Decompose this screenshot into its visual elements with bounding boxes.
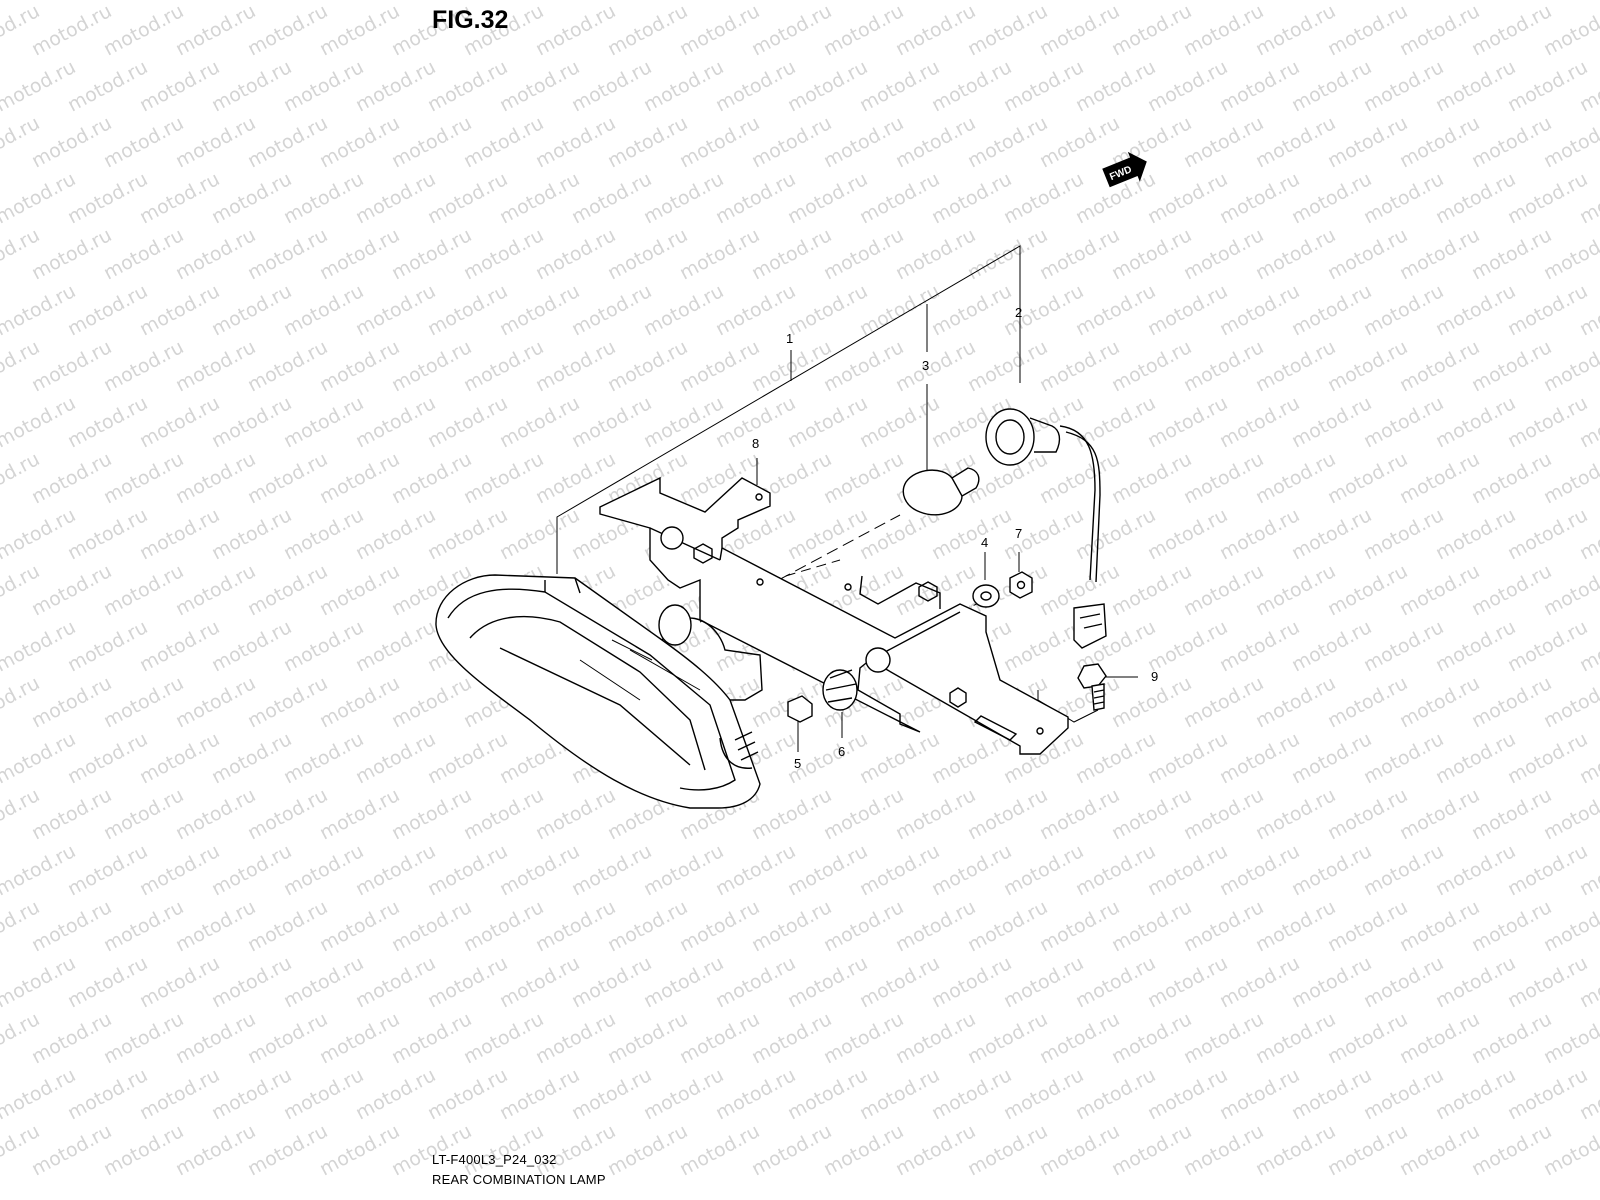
lamp-assembly: [435, 574, 763, 809]
callout-5: 5: [794, 756, 801, 771]
callout-4: 4: [981, 535, 988, 550]
callout-9: 9: [1151, 669, 1158, 684]
diagram-code: LT-F400L3_P24_032: [432, 1152, 557, 1167]
collar: [787, 695, 813, 723]
forward-direction-arrow-icon: [1102, 151, 1147, 188]
mounting-bracket: [599, 476, 1069, 755]
figure-title: FIG.32: [432, 6, 509, 34]
diagram-name: REAR COMBINATION LAMP: [432, 1172, 606, 1187]
nut: [1009, 571, 1033, 599]
callout-6: 6: [838, 744, 845, 759]
washer: [972, 584, 1000, 608]
callout-2: 2: [1015, 305, 1022, 320]
callout-8: 8: [752, 436, 759, 451]
socket-harness: [985, 408, 1107, 649]
bulb: [902, 467, 980, 516]
callout-3: 3: [922, 358, 929, 373]
grommet: [822, 669, 858, 711]
fwd-direction-badge: FWD: [1102, 151, 1147, 188]
callout-7: 7: [1015, 526, 1022, 541]
callout-1: 1: [786, 331, 793, 346]
bolt: [1077, 663, 1107, 711]
callout-labels: 1 2 3 4 5 6 7 8 9: [752, 305, 1158, 771]
